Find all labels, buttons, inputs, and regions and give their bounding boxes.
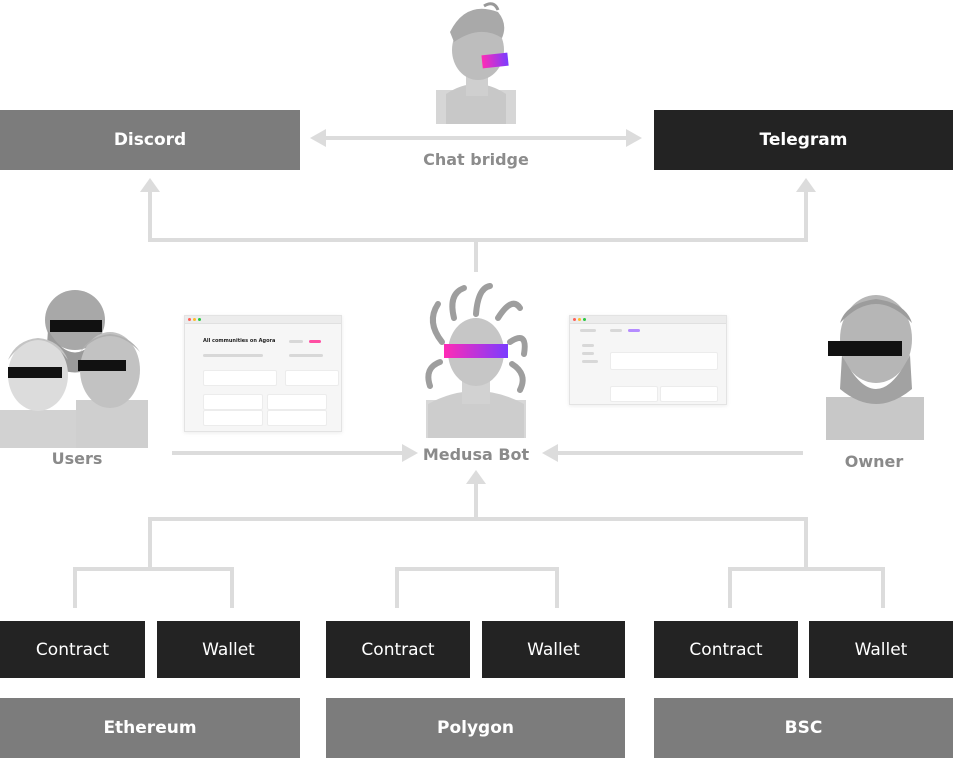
pill (582, 344, 594, 347)
chain-label: BSC (784, 718, 823, 738)
pill (628, 329, 640, 332)
owner-statue-icon (826, 295, 924, 440)
chat-bridge-label: Chat bridge (423, 150, 529, 169)
polygon-wallet-box: Wallet (482, 621, 625, 678)
agora-screenshot: All communities on Agora (184, 315, 342, 432)
close-dot-icon (573, 318, 576, 321)
owner-label: Owner (844, 452, 904, 471)
wallet-label: Wallet (527, 639, 580, 660)
bsc-bracket (728, 567, 885, 608)
pill (309, 340, 321, 343)
minimize-dot-icon (193, 318, 196, 321)
community-card (203, 370, 277, 386)
community-card (267, 394, 327, 410)
polygon-contract-box: Contract (326, 621, 470, 678)
arrowhead-left (310, 129, 326, 147)
agora-heading: All communities on Agora (203, 338, 276, 344)
contract-label: Contract (361, 639, 435, 660)
community-card (203, 394, 263, 410)
bsc-wallet-box: Wallet (809, 621, 953, 678)
community-card (285, 370, 339, 386)
settings-card (610, 352, 718, 370)
maximize-dot-icon (198, 318, 201, 321)
browser-bar (570, 316, 726, 324)
contract-label: Contract (35, 639, 110, 660)
chain-label: Ethereum (103, 718, 197, 738)
chains-branch-line (148, 517, 808, 567)
settings-card (610, 386, 658, 402)
arrowhead-discord (140, 178, 160, 192)
users-statues-icon (0, 290, 148, 448)
arrowhead-telegram (796, 178, 816, 192)
platform-branch-line (148, 188, 808, 242)
telegram-box: Telegram (654, 110, 953, 170)
telegram-label: Telegram (759, 130, 848, 150)
pill (582, 352, 594, 355)
arrowhead-users (402, 444, 418, 462)
medusa-statue-icon (425, 283, 528, 438)
pill (580, 329, 596, 332)
browser-bar (185, 316, 341, 324)
close-dot-icon (188, 318, 191, 321)
wallet-label: Wallet (854, 639, 908, 660)
medusa-bot-label: Medusa Bot (422, 445, 530, 464)
arrowhead-right (626, 129, 642, 147)
pill (203, 354, 263, 357)
ethereum-contract-box: Contract (0, 621, 145, 678)
community-card (203, 410, 263, 426)
maximize-dot-icon (583, 318, 586, 321)
bsc-box: BSC (654, 698, 953, 758)
settings-screenshot (569, 315, 727, 405)
wallet-label: Wallet (202, 639, 255, 660)
pill (610, 329, 622, 332)
chain-label: Polygon (437, 718, 514, 738)
community-card (267, 410, 327, 426)
bsc-contract-box: Contract (654, 621, 798, 678)
pill (289, 340, 303, 343)
pill (289, 354, 323, 357)
settings-card (660, 386, 718, 402)
top-statue-icon (436, 2, 516, 124)
ethereum-box: Ethereum (0, 698, 300, 758)
polygon-box: Polygon (326, 698, 625, 758)
contract-label: Contract (689, 639, 763, 660)
users-label: Users (51, 449, 103, 468)
arrowhead-owner (542, 444, 558, 462)
polygon-bracket (395, 567, 559, 608)
discord-box: Discord (0, 110, 300, 170)
arrowhead-chains (466, 470, 486, 484)
ethereum-wallet-box: Wallet (157, 621, 300, 678)
ethereum-bracket (73, 567, 234, 608)
minimize-dot-icon (578, 318, 581, 321)
pill (582, 360, 598, 363)
discord-label: Discord (113, 130, 187, 150)
